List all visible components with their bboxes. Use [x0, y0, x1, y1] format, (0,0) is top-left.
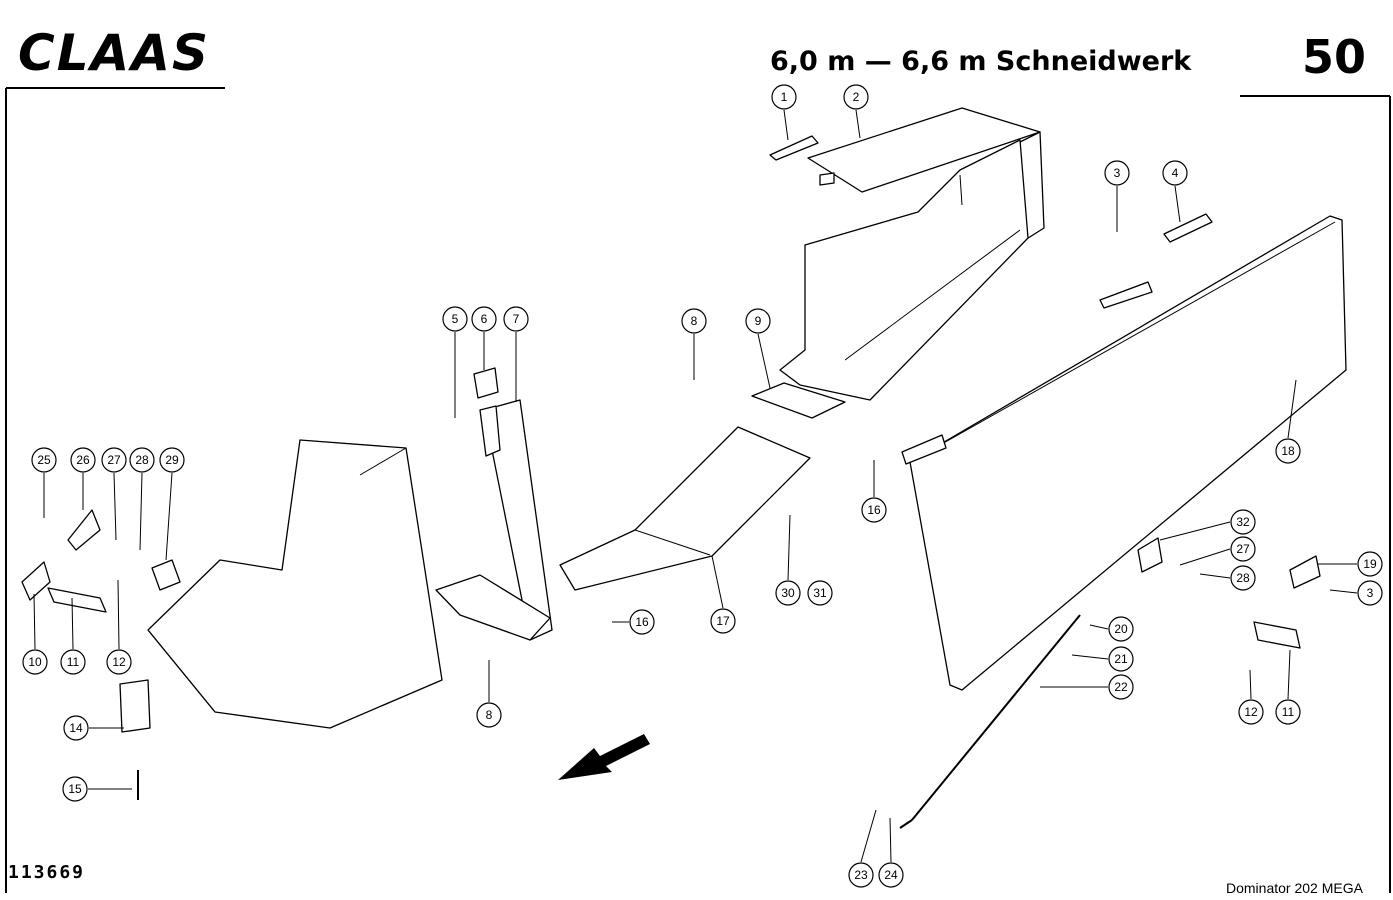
callout-32: 32 — [1230, 509, 1256, 535]
page-title: 6,0 m — 6,6 m Schneidwerk — [770, 46, 1192, 77]
svg-text:5: 5 — [452, 312, 459, 326]
callout-30: 30 — [775, 580, 801, 606]
page-number: 50 — [1302, 30, 1367, 84]
svg-text:11: 11 — [1282, 705, 1295, 719]
svg-text:28: 28 — [135, 453, 149, 467]
leader-lines — [33, 109, 1358, 863]
svg-text:10: 10 — [28, 655, 42, 669]
brand-logo-text: CLAAS — [18, 24, 210, 82]
svg-text:4: 4 — [1172, 166, 1179, 180]
svg-text:12: 12 — [1244, 705, 1258, 719]
svg-text:15: 15 — [68, 782, 82, 796]
callout-28-right: 28 — [1230, 565, 1256, 591]
callout-15: 15 — [62, 776, 88, 802]
callout-12-right: 12 — [1238, 699, 1264, 725]
svg-text:23: 23 — [854, 868, 868, 882]
callout-19: 19 — [1357, 551, 1383, 577]
callout-17: 17 — [710, 608, 736, 634]
callout-27-right: 27 — [1230, 536, 1256, 562]
part-side-panel-18 — [901, 215, 1347, 691]
svg-text:26: 26 — [76, 453, 90, 467]
callout-31: 31 — [807, 580, 833, 606]
callout-2: 2 — [843, 84, 869, 110]
frame-lines — [5, 87, 1391, 893]
svg-text:27: 27 — [107, 453, 121, 467]
callout-23: 23 — [848, 862, 874, 888]
callout-21: 21 — [1108, 646, 1134, 672]
part-plate-9 — [751, 382, 846, 419]
svg-text:14: 14 — [69, 721, 83, 735]
part-bracket-1 — [769, 135, 819, 161]
callout-27-left: 27 — [101, 447, 127, 473]
machine-model: Dominator 202 MEGA — [1226, 880, 1363, 896]
callout-1: 1 — [771, 84, 797, 110]
callout-7: 7 — [503, 306, 529, 332]
svg-text:25: 25 — [37, 453, 51, 467]
svg-text:32: 32 — [1236, 515, 1250, 529]
callout-8-lower: 8 — [476, 702, 502, 728]
part-floor-plate-17 — [559, 426, 811, 591]
svg-text:3: 3 — [1114, 166, 1121, 180]
svg-text:31: 31 — [813, 586, 827, 600]
callout-26: 26 — [70, 447, 96, 473]
callout-10: 10 — [22, 649, 48, 675]
callout-25: 25 — [31, 447, 57, 473]
callout-14: 14 — [63, 715, 89, 741]
part-hood-2 — [779, 107, 1045, 401]
svg-text:16: 16 — [635, 615, 649, 629]
part-housing — [147, 439, 443, 729]
svg-text:3: 3 — [1367, 586, 1374, 600]
svg-text:22: 22 — [1114, 680, 1128, 694]
callout-8-upper: 8 — [681, 308, 707, 334]
callout-24: 24 — [878, 862, 904, 888]
svg-text:16: 16 — [867, 503, 881, 517]
callout-28-left: 28 — [129, 447, 155, 473]
svg-text:8: 8 — [691, 314, 698, 328]
svg-text:12: 12 — [112, 655, 126, 669]
svg-text:28: 28 — [1236, 571, 1250, 585]
callout-3: 3 — [1104, 160, 1130, 186]
callout-3-right: 3 — [1357, 580, 1383, 606]
svg-text:6: 6 — [481, 312, 488, 326]
svg-text:29: 29 — [165, 453, 179, 467]
part-post-7 — [435, 399, 553, 641]
svg-text:9: 9 — [755, 314, 762, 328]
svg-text:30: 30 — [781, 586, 795, 600]
small-parts-left — [21, 509, 181, 800]
svg-text:18: 18 — [1281, 444, 1295, 458]
travel-direction-arrow — [558, 734, 650, 780]
callout-6: 6 — [471, 306, 497, 332]
callout-5: 5 — [442, 306, 468, 332]
svg-text:17: 17 — [716, 614, 730, 628]
svg-text:1: 1 — [781, 90, 788, 104]
document-number: 113669 — [8, 862, 86, 883]
svg-text:8: 8 — [486, 708, 493, 722]
callout-29: 29 — [159, 447, 185, 473]
small-parts-right — [899, 537, 1321, 829]
part-hinge-6 — [473, 367, 499, 399]
callout-16-lower: 16 — [629, 609, 655, 635]
svg-text:20: 20 — [1114, 622, 1128, 636]
callout-11-left: 11 — [60, 649, 86, 675]
claas-logo: CLAAS — [8, 18, 230, 78]
svg-text:2: 2 — [853, 90, 860, 104]
part-hinge-4 — [1163, 213, 1213, 243]
svg-text:27: 27 — [1236, 542, 1250, 556]
callout-11-right: 11 — [1275, 699, 1301, 725]
svg-text:11: 11 — [67, 655, 80, 669]
svg-text:24: 24 — [884, 868, 898, 882]
callout-16-upper: 16 — [861, 497, 887, 523]
svg-text:21: 21 — [1114, 652, 1128, 666]
callout-22: 22 — [1108, 674, 1134, 700]
callout-20: 20 — [1108, 616, 1134, 642]
callout-9: 9 — [745, 308, 771, 334]
callout-18: 18 — [1275, 438, 1301, 464]
svg-text:7: 7 — [513, 312, 520, 326]
callout-4: 4 — [1162, 160, 1188, 186]
svg-text:19: 19 — [1363, 557, 1377, 571]
callout-12-left: 12 — [106, 649, 132, 675]
